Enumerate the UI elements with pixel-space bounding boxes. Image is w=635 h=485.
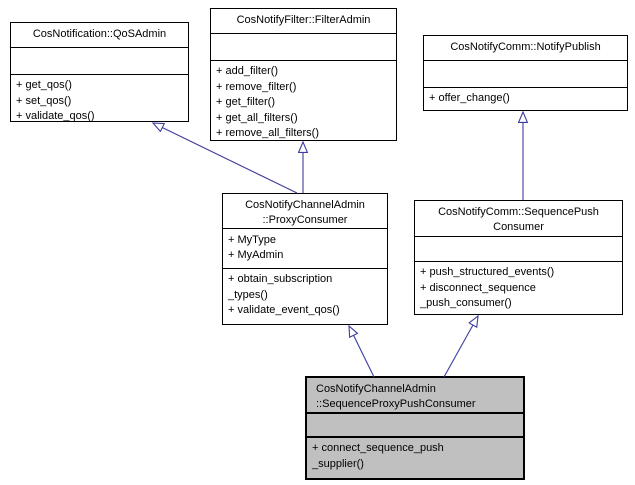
inheritance-arrow-sequenceproxypushconsumer-to-proxyconsumer (349, 326, 375, 378)
text-line: + MyAdmin (228, 249, 284, 261)
text-line: + disconnect_sequence (420, 281, 536, 294)
class-node-qosadmin[interactable]: CosNotification::QoSAdmin + get_qos()+ s… (10, 22, 189, 122)
class-node-proxyconsumer[interactable]: CosNotifyChannelAdmin::ProxyConsumer + M… (222, 193, 388, 325)
class-methods-notifypublish: + offer_change() (424, 88, 627, 110)
class-node-sequenceproxypushconsumer-current: CosNotifyChannelAdmin::SequenceProxyPush… (305, 376, 525, 480)
class-methods-sequencepushconsumer: + push_structured_events() + disconnect_s… (415, 262, 622, 314)
text-line: + validate_event_qos() (228, 304, 340, 316)
text-line: + remove_all_filters() (216, 127, 320, 139)
class-title-proxyconsumer: CosNotifyChannelAdmin::ProxyConsumer (223, 194, 387, 229)
text-line: + MyType (228, 234, 276, 246)
text-line: _types() (228, 288, 268, 301)
class-methods-filteradmin: + add_filter() + remove_filter() + get_fil… (211, 61, 396, 140)
class-title-notifypublish: CosNotifyComm::NotifyPublish (424, 36, 627, 61)
text-line: ::ProxyConsumer (262, 214, 348, 226)
text-line: CosNotifyFilter::FilterAdmin (236, 14, 371, 26)
class-title-sequenceproxypushconsumer: CosNotifyChannelAdmin::SequenceProxyPush… (307, 378, 523, 414)
class-methods-proxyconsumer: + obtain_subscription _types() + validate_… (223, 269, 387, 324)
text-line: + validate_qos() (16, 110, 95, 121)
class-attributes-sequenceproxypushconsumer (307, 414, 523, 438)
class-node-filteradmin[interactable]: CosNotifyFilter::FilterAdmin + add_filte… (210, 8, 397, 141)
text-line: _supplier() (312, 457, 364, 470)
class-methods-sequenceproxypushconsumer: + connect_sequence_push _supplier() (307, 438, 523, 478)
text-line: Consumer (493, 221, 544, 233)
class-attributes-qosadmin (11, 48, 188, 75)
text-line: + connect_sequence_push (312, 442, 444, 454)
class-attributes-sequencepushconsumer (415, 237, 622, 262)
class-attributes-proxyconsumer: + MyType + MyAdmin (223, 229, 387, 269)
text-line: + set_qos() (16, 94, 72, 107)
class-attributes-notifypublish (424, 61, 627, 88)
class-methods-qosadmin: + get_qos() + set_qos() + validate_qos() (11, 75, 188, 121)
text-line: + get_qos() (16, 79, 72, 91)
text-line: + obtain_subscription (228, 273, 333, 285)
text-line: ::SequenceProxyPushConsumer (316, 398, 476, 410)
text-line: CosNotifyComm::SequencePush (438, 206, 599, 218)
text-line: + push_structured_events() (420, 266, 555, 278)
text-line: CosNotifyComm::NotifyPublish (450, 41, 601, 53)
class-node-notifypublish[interactable]: CosNotifyComm::NotifyPublish + offer_cha… (423, 35, 628, 111)
text-line: + get_filter() (216, 96, 275, 108)
text-line: + remove_filter() (216, 80, 297, 93)
text-line: + get_all_filters() (216, 111, 298, 124)
class-title-filteradmin: CosNotifyFilter::FilterAdmin (211, 9, 396, 34)
class-title-qosadmin: CosNotification::QoSAdmin (11, 23, 188, 48)
text-line: + add_filter() (216, 65, 279, 77)
inheritance-arrow-sequenceproxypushconsumer-to-sequencepushconsumer (443, 316, 478, 378)
text-line: CosNotifyChannelAdmin (316, 383, 436, 395)
text-line: + offer_change() (429, 92, 510, 104)
text-line: _push_consumer() (420, 297, 512, 309)
text-line: CosNotification::QoSAdmin (32, 28, 167, 40)
class-attributes-filteradmin (211, 34, 396, 61)
text-line: CosNotifyChannelAdmin (245, 199, 365, 211)
